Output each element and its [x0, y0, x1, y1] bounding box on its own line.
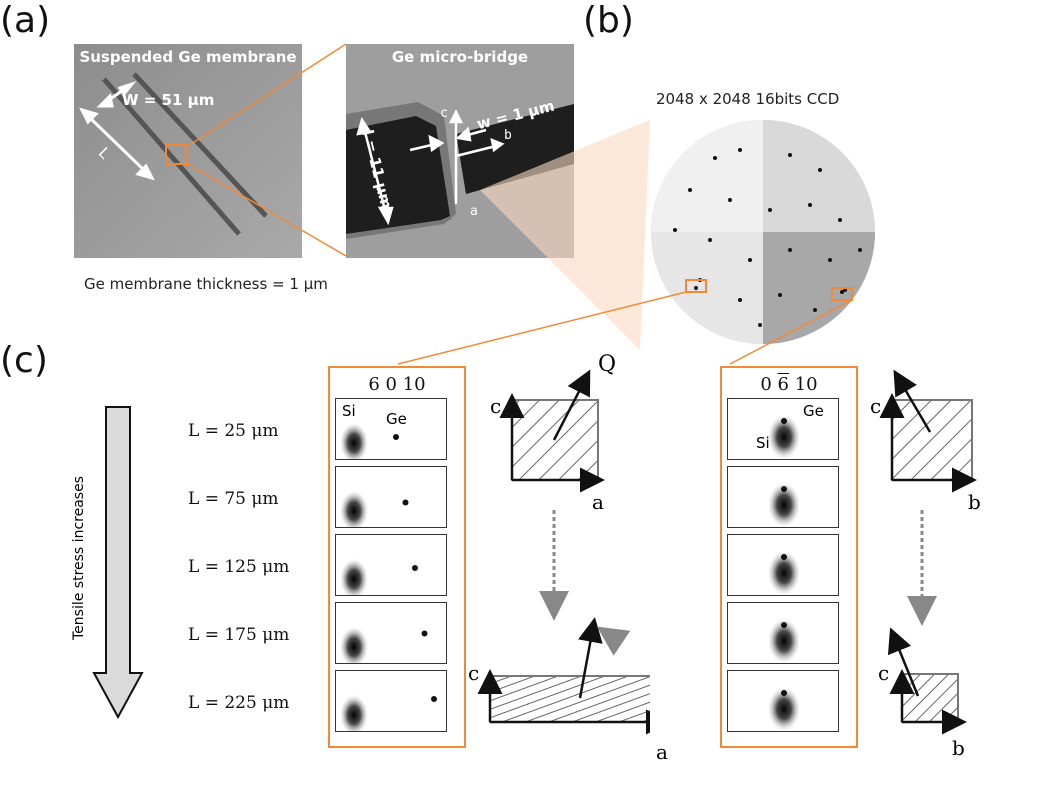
si-label-right: Si	[756, 434, 770, 452]
length-row-label: L = 125 μm	[188, 557, 290, 577]
ge-label-left: Ge	[386, 410, 407, 428]
membrane-thickness-caption: Ge membrane thickness = 1 µm	[84, 275, 328, 293]
axis-a-bottom-left: a	[656, 740, 668, 764]
si-spot	[340, 695, 368, 731]
diffraction-spot-image	[727, 534, 839, 596]
si-spot	[340, 627, 368, 663]
length-row-label: L = 225 μm	[188, 693, 290, 713]
sem-title-bridge: Ge micro-bridge	[391, 48, 529, 66]
si-spot	[340, 423, 368, 459]
q-vector-label: Q	[598, 352, 617, 377]
ge-spot	[781, 690, 787, 696]
roi-connectors	[397, 291, 853, 365]
trench-line	[132, 72, 268, 218]
diffraction-spot-image	[727, 670, 839, 732]
diffraction-spot-image	[727, 602, 839, 664]
beam-cone	[480, 120, 650, 350]
diffraction-spot-image	[335, 670, 447, 732]
ge-spot	[781, 622, 787, 628]
axis-c-top-right: c	[870, 394, 882, 418]
si-spot	[768, 415, 800, 459]
si-spot	[340, 559, 368, 595]
ge-spot	[402, 499, 409, 506]
diffraction-spot-image	[335, 466, 447, 528]
sem-image-membrane: Suspended Ge membrane W = 51 µm L	[74, 44, 302, 258]
si-spot	[340, 491, 368, 527]
membrane-sketch	[74, 44, 302, 258]
stress-arrow	[92, 406, 144, 720]
stress-label: Tensile stress increases	[71, 476, 87, 640]
width-label: W = 51 µm	[122, 91, 215, 109]
diffraction-spot-image	[335, 602, 447, 664]
axis-c-top-left: c	[490, 394, 502, 418]
ge-spot	[393, 434, 399, 440]
ge-spot	[421, 630, 428, 637]
diffraction-spot-image	[335, 398, 447, 460]
length-row-label: L = 175 μm	[188, 625, 290, 645]
si-spot	[768, 483, 800, 527]
ge-spot	[412, 565, 418, 571]
detector-figure	[480, 120, 875, 350]
trench-line	[102, 77, 241, 236]
diffraction-spot-image	[727, 398, 839, 460]
ge-label-right: Ge	[803, 402, 824, 420]
diffraction-spot-image	[335, 534, 447, 596]
si-spot	[768, 551, 800, 595]
ge-spot	[781, 554, 787, 560]
axis-a-label: a	[470, 204, 478, 219]
ccd-caption: 2048 x 2048 16bits CCD	[656, 90, 840, 108]
panel-c-label: (c)	[0, 340, 48, 381]
zoom-connector	[187, 43, 347, 257]
roi-box-right	[831, 287, 853, 301]
hkl-label-left: 6 0 10	[368, 374, 426, 395]
axis-b-bottom-right: b	[952, 736, 965, 760]
zoom-box	[165, 144, 187, 165]
ge-spot	[781, 418, 787, 424]
hkl-part: 10	[789, 374, 818, 395]
panel-b-label: (b)	[583, 0, 634, 41]
axis-c-label: c	[440, 106, 448, 121]
diffraction-spot-image	[727, 466, 839, 528]
roi-box-left	[685, 279, 707, 293]
si-label-left: Si	[342, 402, 356, 420]
axis-b-top-right: b	[968, 490, 981, 514]
hkl-label-right: 0 6 10	[722, 374, 856, 395]
hkl-part: 0	[760, 374, 778, 395]
axis-c-bottom-left: c	[468, 661, 480, 685]
unit-cell-diagram-right	[879, 369, 977, 735]
sem-title-membrane: Suspended Ge membrane	[79, 48, 297, 66]
axis-c-bottom-right: c	[878, 661, 890, 685]
si-spot	[768, 619, 800, 663]
ge-spot	[781, 486, 787, 492]
panel-a-label: (a)	[0, 0, 51, 41]
ge-spot	[431, 696, 437, 702]
length-row-label: L = 25 μm	[188, 421, 279, 441]
hkl-bar-part: 6	[777, 374, 789, 395]
axis-a-top-left: a	[592, 490, 604, 514]
length-row-label: L = 75 μm	[188, 489, 279, 509]
axis-b-label: b	[504, 128, 512, 143]
si-spot	[768, 687, 800, 731]
unit-cell-diagram-left	[477, 369, 650, 735]
